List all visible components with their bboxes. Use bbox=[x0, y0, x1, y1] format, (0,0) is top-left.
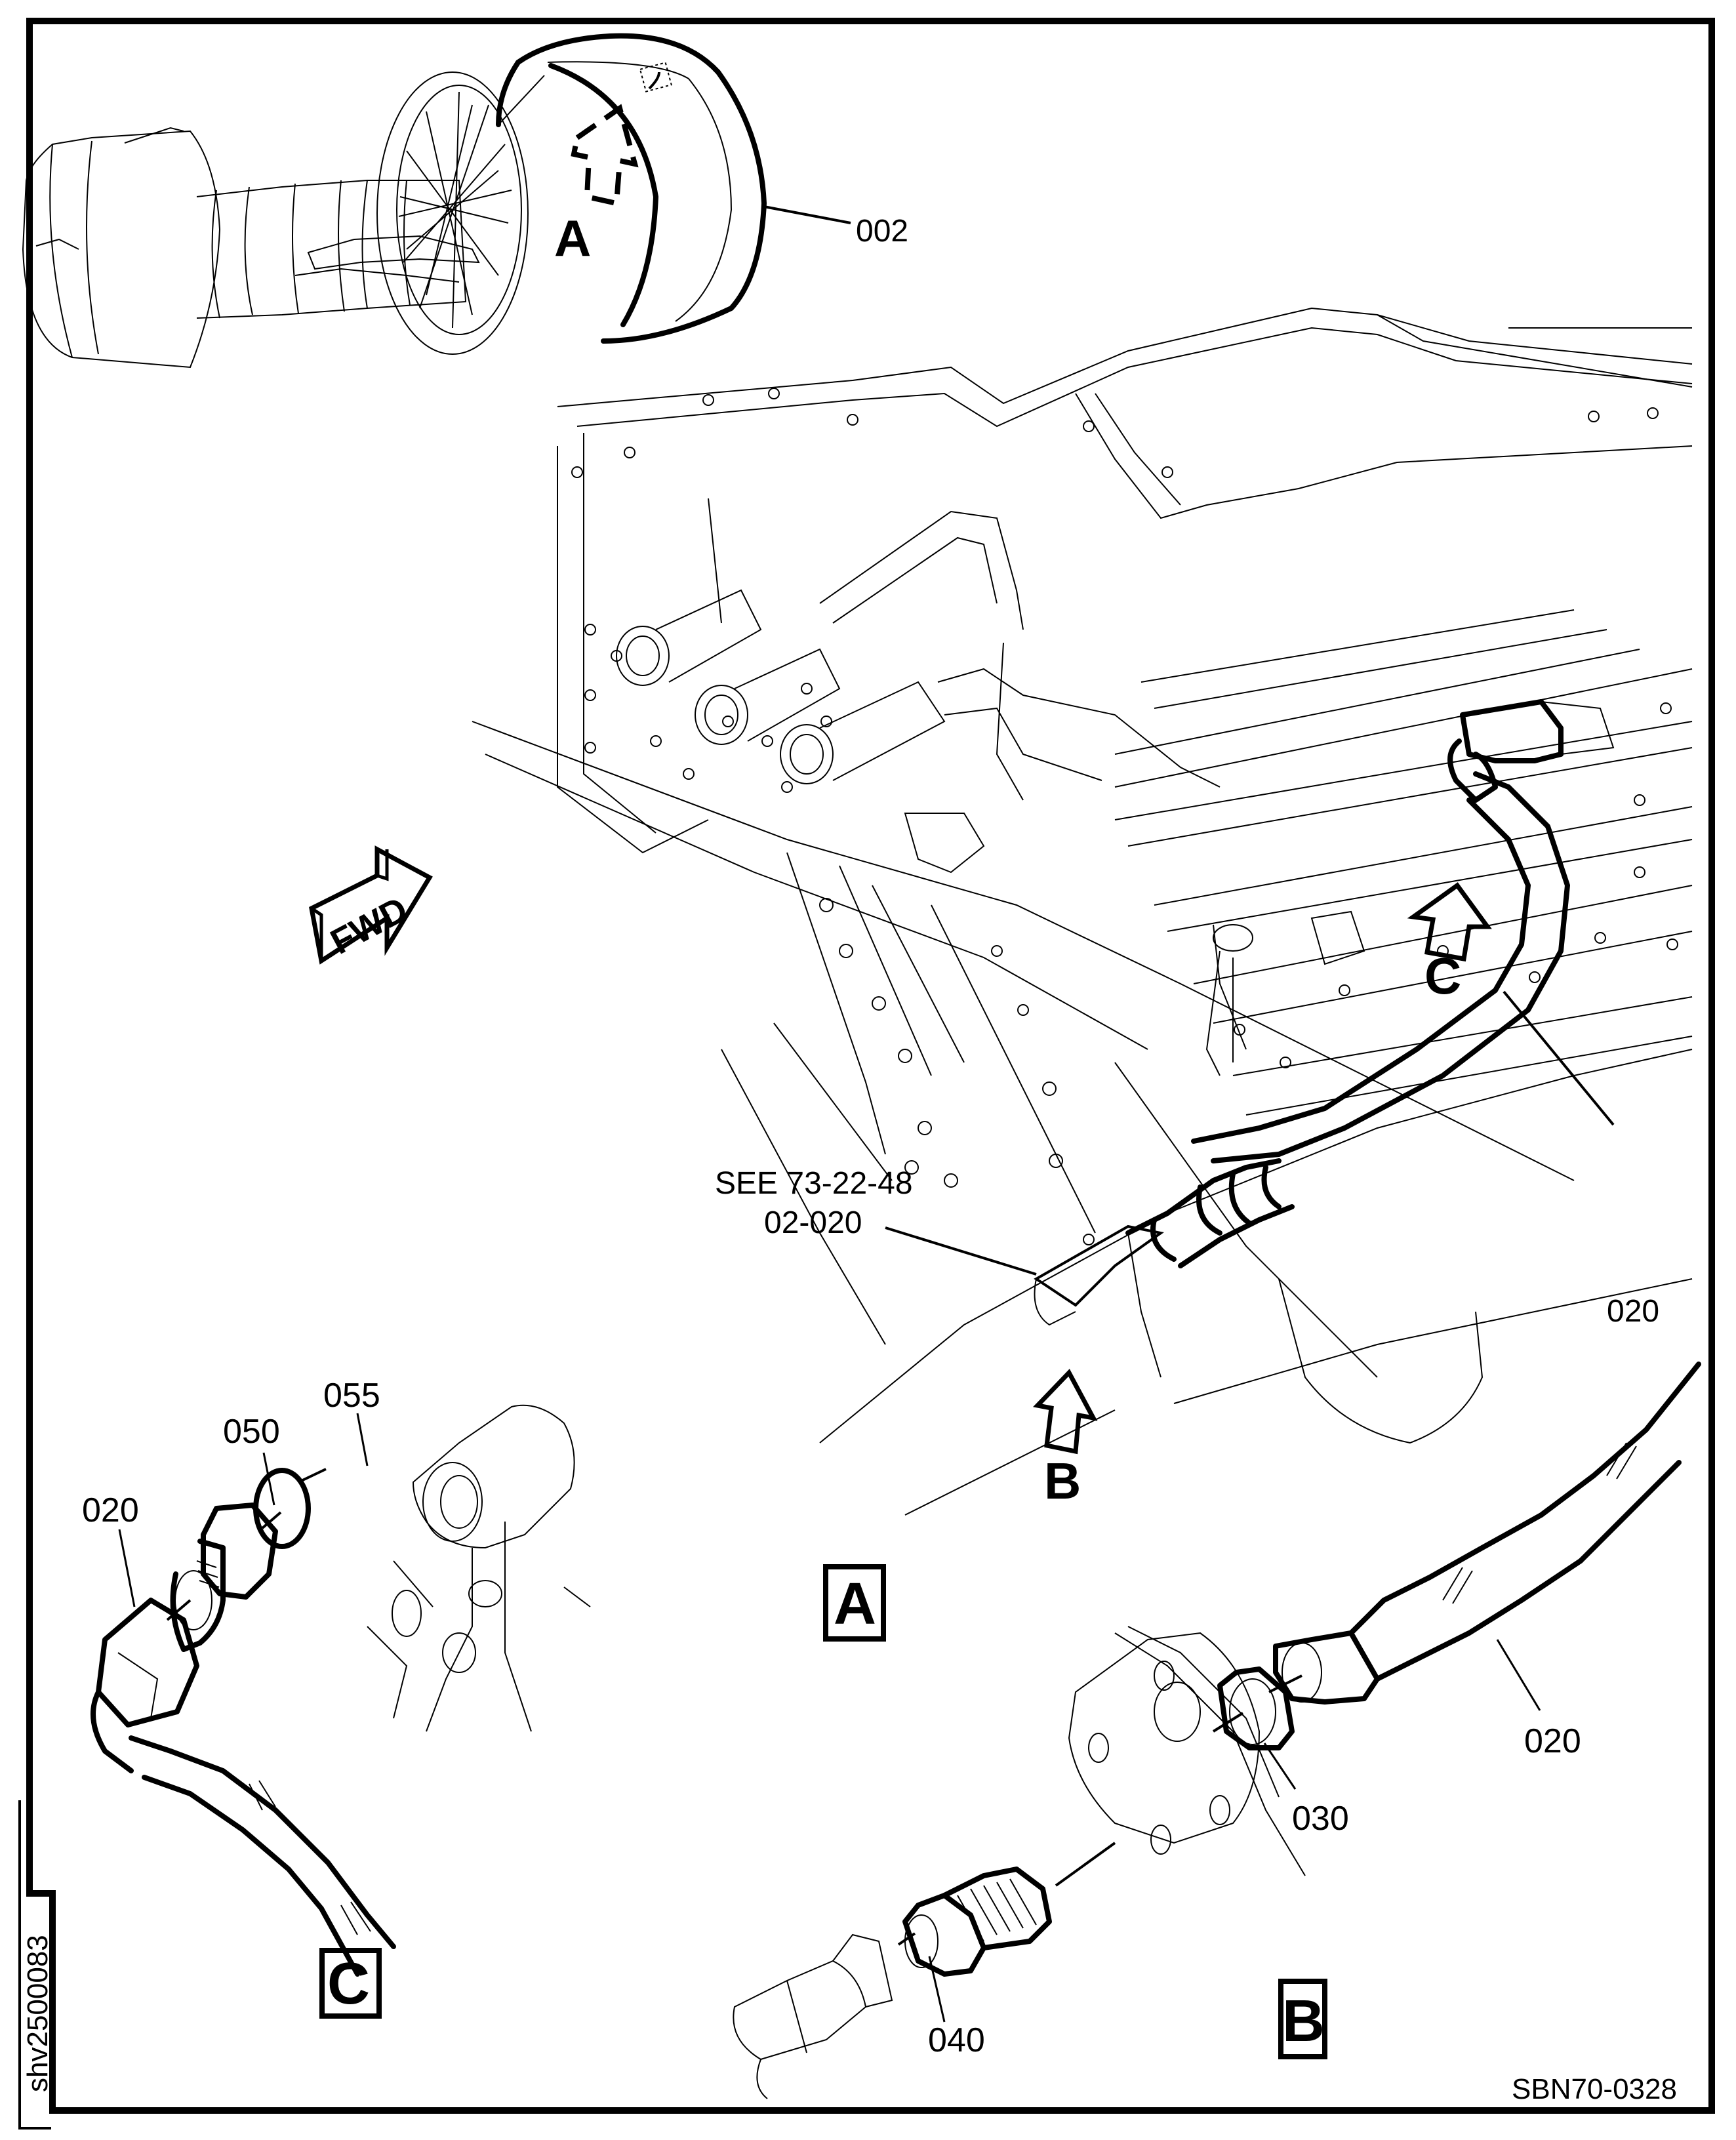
view-a-pointer-label: A bbox=[554, 209, 591, 267]
view-c-pointer-arrow bbox=[1407, 882, 1492, 962]
callout-020-main-leader bbox=[1503, 990, 1615, 1126]
sheet-id-bracket bbox=[18, 1800, 51, 2130]
see-reference-line1: SEE 73-22-48 bbox=[715, 1166, 913, 1201]
detail-b: 020 030 040 B bbox=[733, 1362, 1701, 2099]
fwd-direction-arrow: FWD bbox=[309, 845, 433, 965]
callout-002-leader bbox=[763, 205, 851, 224]
see-note-leader bbox=[885, 1226, 1037, 1276]
view-b-pointer-label: B bbox=[1044, 1452, 1081, 1510]
view-a-label-box bbox=[823, 1564, 886, 1642]
view-a-label: A bbox=[834, 1571, 876, 1637]
view-c-label-box bbox=[319, 1948, 382, 2019]
callout-002: 002 bbox=[856, 214, 908, 249]
view-c-label: C bbox=[327, 1951, 370, 2017]
view-c-pointer-label: C bbox=[1424, 947, 1461, 1005]
callout-020-main: 020 bbox=[1607, 1294, 1659, 1329]
callout-030: 030 bbox=[1292, 1800, 1349, 1838]
see-reference-line2: 02-020 bbox=[764, 1205, 862, 1240]
callout-020-detail-c: 020 bbox=[82, 1491, 139, 1529]
engine-overview: A 002 bbox=[22, 33, 908, 369]
electrical-connectors bbox=[616, 510, 1365, 1076]
view-b-label-box bbox=[1278, 1979, 1327, 2059]
document-number: SBN70-0328 bbox=[1512, 2073, 1677, 2105]
callout-050: 050 bbox=[223, 1413, 280, 1451]
view-b-label: B bbox=[1282, 1989, 1325, 2054]
view-b-pointer-arrow bbox=[1033, 1369, 1098, 1455]
detail-c: 020 050 055 C bbox=[82, 1377, 591, 2019]
callout-020-detail-b: 020 bbox=[1524, 1722, 1581, 1760]
callout-040: 040 bbox=[928, 2021, 985, 2059]
rivet-holes bbox=[571, 388, 1678, 1245]
fwd-arrow-label: FWD bbox=[324, 889, 414, 962]
callout-055: 055 bbox=[323, 1377, 380, 1415]
hose-020 bbox=[1211, 771, 1570, 1163]
main-view-structure: SEE 73-22-48 02-020 020 C B A FWD bbox=[309, 307, 1693, 1642]
sheet-id: shv2500083 bbox=[22, 1935, 54, 2092]
figure-frame bbox=[26, 18, 1715, 2114]
view-a-pointer-arrow bbox=[571, 104, 639, 207]
